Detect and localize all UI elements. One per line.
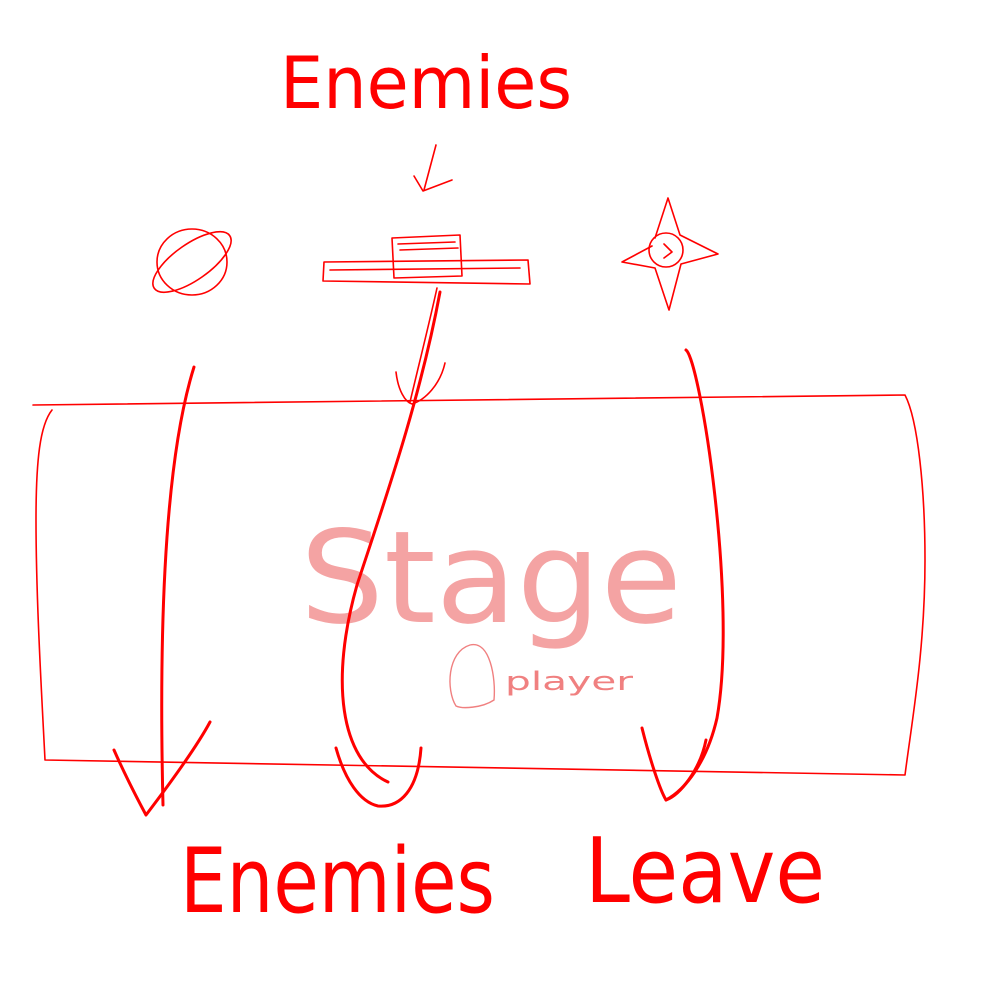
star-core-mark bbox=[663, 243, 673, 259]
top-pointer-shaft bbox=[423, 144, 437, 191]
enemy-drop-arrow bbox=[395, 287, 446, 405]
exit-arrow-left-head bbox=[112, 720, 212, 817]
star-icon bbox=[621, 197, 719, 311]
bar-icon bbox=[322, 234, 531, 285]
enemy-drop-shaft bbox=[409, 287, 438, 403]
top-pointer-arrow bbox=[413, 144, 453, 192]
planet-ring bbox=[152, 230, 232, 294]
exit-arrow-left-shaft bbox=[160, 365, 196, 807]
player-blob bbox=[449, 644, 496, 709]
top-pointer-head bbox=[413, 175, 453, 192]
bar-body bbox=[322, 259, 531, 285]
exit-arrow-left bbox=[112, 365, 212, 817]
exit-arrow-right bbox=[640, 348, 725, 802]
star-core bbox=[648, 232, 684, 268]
bottom-label-left: Enemies bbox=[180, 829, 495, 934]
enemy-drop-head bbox=[395, 362, 446, 405]
exit-arrow-middle-shaft bbox=[340, 290, 442, 784]
stage-box bbox=[32, 394, 926, 776]
exit-arrow-right-head bbox=[640, 726, 708, 802]
planet-body bbox=[156, 228, 228, 296]
stage-label: Stage bbox=[300, 504, 682, 653]
planet-icon bbox=[152, 228, 232, 296]
top-label: Enemies bbox=[280, 41, 572, 125]
exit-arrow-middle-head bbox=[334, 746, 423, 808]
exit-arrow-middle bbox=[334, 290, 442, 808]
player-label: player bbox=[505, 667, 633, 697]
bottom-label-right: Leave bbox=[585, 819, 825, 924]
bar-block bbox=[391, 234, 463, 279]
star-spikes bbox=[621, 197, 719, 311]
